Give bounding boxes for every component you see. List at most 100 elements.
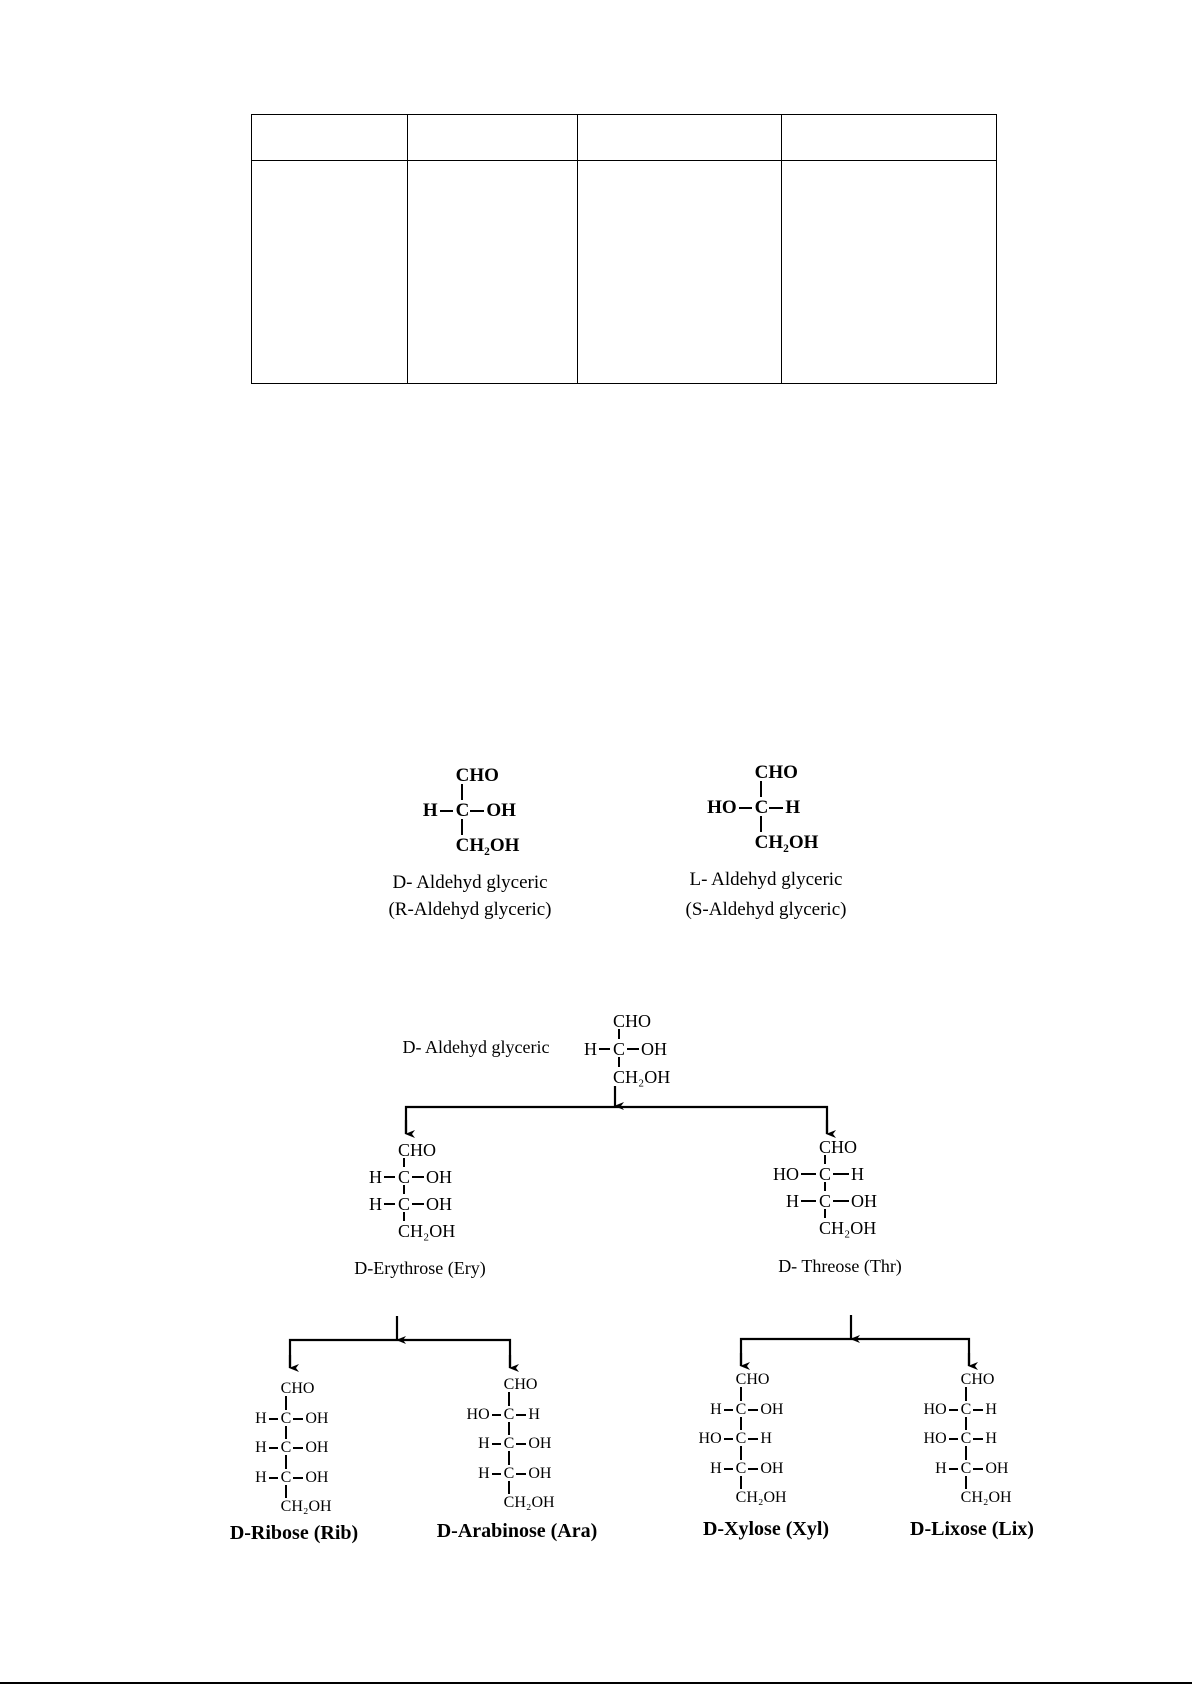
bond-line (738, 806, 752, 809)
left-substituent: HO (923, 1400, 947, 1418)
end-group: CH₂OH (735, 1489, 787, 1506)
vertical-bond (824, 1155, 826, 1165)
carbon-atom: C (503, 1464, 515, 1482)
bond-line (627, 1048, 640, 1051)
left-substituent: H (935, 1459, 947, 1477)
carbon-atom: C (960, 1430, 972, 1447)
bond-line (748, 1408, 759, 1411)
vertical-bond (740, 1387, 742, 1401)
page-bottom-rule (0, 1682, 1192, 1684)
right-substituent: H (785, 797, 801, 818)
right-substituent: OH (985, 1459, 1009, 1477)
l-glyceraldehyde-name: L- Aldehyd glyceric (689, 869, 843, 890)
left-substituent: H (368, 1194, 382, 1214)
vertical-bond (740, 1446, 742, 1460)
vertical-bond (965, 1475, 967, 1490)
bond-line (293, 1476, 304, 1479)
right-substituent: OH (486, 800, 516, 821)
bond-line (470, 809, 485, 812)
end-group: CHO (735, 1371, 770, 1388)
branch-line (288, 1338, 512, 1368)
bond-line (800, 1173, 816, 1176)
right-substituent: OH (760, 1459, 784, 1477)
left-substituent: H (710, 1400, 722, 1418)
left-substituent: H (785, 1191, 799, 1211)
branch-line (404, 1105, 829, 1134)
right-substituent: OH (305, 1409, 329, 1427)
carbon-atom: C (280, 1439, 292, 1456)
bond-line (268, 1417, 278, 1420)
left-substituent: H (255, 1439, 267, 1456)
left-substituent: H (368, 1167, 382, 1187)
carbon-atom: C (503, 1435, 515, 1452)
bond-line (948, 1438, 958, 1441)
vertical-bond (824, 1182, 826, 1192)
end-group: CH₂OH (503, 1494, 555, 1511)
vertical-bond (740, 1416, 742, 1431)
left-substituent: H (255, 1468, 267, 1486)
right-substituent: OH (426, 1167, 453, 1187)
vertical-bond (403, 1185, 405, 1195)
right-substituent: OH (528, 1435, 552, 1452)
left-substituent: H (583, 1039, 597, 1059)
left-substituent: HO (707, 797, 737, 818)
carbon-atom: C (735, 1430, 747, 1447)
bond-line (268, 1476, 278, 1479)
table-header-divider (252, 160, 996, 161)
right-substituent: H (985, 1430, 997, 1447)
bond-line (948, 1467, 958, 1470)
vertical-bond (965, 1446, 967, 1460)
right-substituent: OH (305, 1468, 329, 1486)
vertical-bond (760, 816, 762, 833)
carbon-atom: C (818, 1164, 831, 1184)
bond-line (383, 1203, 395, 1206)
empty-table (251, 114, 997, 384)
bond-line (293, 1417, 304, 1420)
table-column-divider (407, 115, 408, 383)
bond-line (723, 1438, 733, 1441)
carbon-atom: C (397, 1167, 410, 1187)
root-name: D- Aldehyd glyceric (402, 1037, 550, 1057)
l-glyceraldehyde-alt-name: (S-Aldehyd glyceric) (685, 899, 847, 920)
left-substituent: HO (698, 1430, 722, 1447)
end-group: CH₂OH (397, 1221, 456, 1241)
carbon-atom: C (735, 1400, 747, 1418)
threose-name: D- Threose (Thr) (778, 1256, 902, 1276)
vertical-bond (965, 1416, 967, 1431)
right-substituent: OH (760, 1400, 784, 1418)
bond-line (598, 1048, 610, 1051)
end-group: CH₂OH (612, 1067, 671, 1087)
right-substituent: OH (851, 1191, 878, 1211)
d-glyceraldehyde-name: D- Aldehyd glyceric (392, 872, 548, 893)
bond-line (833, 1200, 850, 1203)
carbon-atom: C (280, 1409, 292, 1427)
bond-line (833, 1173, 850, 1176)
bond-line (516, 1413, 527, 1416)
vertical-bond (285, 1484, 287, 1499)
bond-line (516, 1472, 527, 1475)
table-column-divider (577, 115, 578, 383)
vertical-bond (508, 1392, 510, 1406)
carbon-atom: C (754, 797, 769, 818)
right-substituent: H (985, 1400, 997, 1418)
end-group: CHO (397, 1140, 436, 1160)
right-substituent: H (528, 1405, 540, 1423)
vertical-bond (618, 1029, 620, 1040)
vertical-bond (403, 1158, 405, 1168)
bond-line (948, 1408, 958, 1411)
carbon-atom: C (455, 800, 470, 821)
carbon-atom: C (735, 1459, 747, 1477)
vertical-bond (740, 1475, 742, 1490)
vertical-bond (285, 1455, 287, 1469)
bond-line (268, 1447, 278, 1450)
carbon-atom: C (960, 1400, 972, 1418)
bond-line (748, 1467, 759, 1470)
vertical-bond (824, 1209, 826, 1219)
bond-line (973, 1467, 984, 1470)
vertical-bond (965, 1387, 967, 1401)
left-substituent: HO (466, 1405, 490, 1423)
bond-line (748, 1438, 759, 1441)
end-group: CHO (818, 1137, 857, 1157)
d-glyceraldehyde-alt-name: (R-Aldehyd glyceric) (388, 899, 552, 920)
